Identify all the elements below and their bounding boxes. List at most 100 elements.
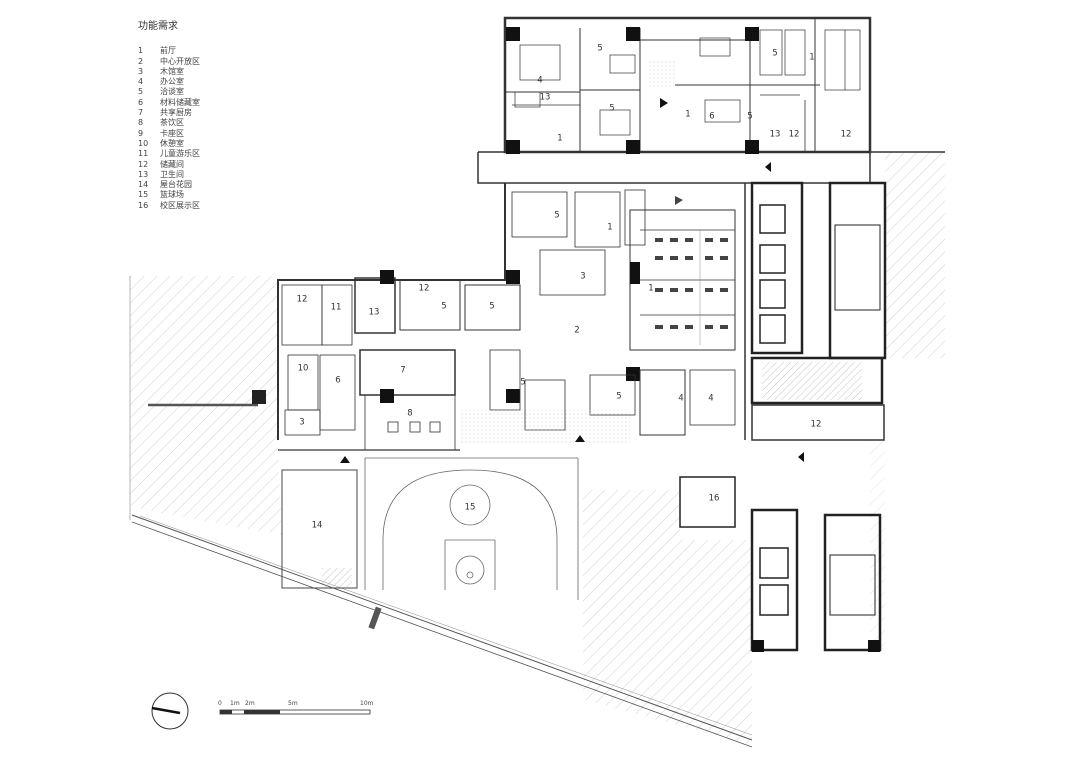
diagonal-boundary [131,514,753,748]
room-label: 5 [616,392,621,402]
legend-number: 13 [138,169,149,179]
room-label: 12 [841,130,852,140]
scale-tick: 2m [245,700,255,707]
legend-label: 中心开放区 [160,56,200,66]
basketball-court [364,457,579,600]
top-block [503,16,872,154]
room-label: 5 [772,49,777,59]
column [252,390,266,404]
legend-number: 3 [138,66,144,76]
room-label: 13 [770,130,781,140]
room-label: 13 [540,93,551,103]
garden-area [281,469,358,589]
south-east-columns [752,640,880,652]
room-label: 16 [709,494,720,504]
room-label: 5 [489,302,494,312]
desk-rows [630,196,728,329]
south-east-core [679,476,882,652]
legend-label: 校区展示区 [160,200,200,210]
scale-bar: 0 1m 2m 5m 10m [218,700,374,715]
room-label: 13 [369,308,380,318]
north-arrow-icon [151,692,189,730]
cafe-tables [387,421,441,433]
legend-item: 6 材料储藏室 [138,98,200,108]
legend-label: 卫生间 [160,169,184,179]
legend-number: 15 [138,190,149,200]
legend-item: 1 前厅 [138,46,200,56]
room-label: 8 [407,409,412,419]
room-label: 6 [709,112,714,122]
dotted-patch [648,60,676,88]
legend-item: 2 中心开放区 [138,57,200,67]
legend-item: 5 洽谈室 [138,87,200,97]
legend-label: 茶饮区 [160,118,184,128]
room-label: 3 [299,418,304,428]
room-label: 5 [747,112,752,122]
room-label: 5 [554,211,559,221]
legend-number: 11 [138,149,149,159]
room-label: 4 [678,394,683,404]
east-core [750,181,887,405]
room-label: 2 [574,326,579,336]
legend-number: 2 [138,56,144,66]
room-label: 15 [465,503,476,513]
left-wing-columns [380,270,640,403]
legend-label: 共享厨房 [160,108,192,118]
room-label: 1 [648,284,653,294]
entry-arrows [340,162,804,463]
legend-label: 储藏间 [160,159,184,169]
legend-item: 11 儿童游乐区 [138,149,200,159]
room-label: 12 [297,295,308,305]
room-label: 12 [789,130,800,140]
room-label: 4 [537,76,542,86]
legend-number: 5 [138,87,144,97]
legend-number: 14 [138,180,149,190]
room-label: 11 [331,303,342,313]
stair-hatch [762,362,862,400]
room-label: 5 [520,378,525,388]
legend-label: 办公室 [160,77,184,87]
legend-label: 前厅 [160,46,176,56]
room-label: 4 [708,394,713,404]
legend-number: 6 [138,97,144,107]
diagonal-boundary-marker [368,606,382,630]
room-label: 12 [811,420,822,430]
legend-label: 材料储藏室 [160,97,200,107]
legend-label: 儿童游乐区 [160,149,200,159]
scale-tick: 1m [230,700,240,707]
hatched-area-east [885,152,945,358]
room-label: 12 [419,284,430,294]
room-label: 1 [685,110,690,120]
legend-item: 13 卫生间 [138,170,200,180]
legend-item: 3 木馆室 [138,67,200,77]
dotted-strip [460,410,630,445]
room-label: 1 [607,223,612,233]
room-label: 5 [441,302,446,312]
room-label: 1 [809,53,814,63]
room-label: 6 [335,376,340,386]
legend-label: 木馆室 [160,66,184,76]
legend-title: 功能需求 [138,21,178,32]
legend-label: 卡座区 [160,128,184,138]
legend-item: 12 储藏间 [138,160,200,170]
room-label: 14 [312,521,323,531]
scale-tick: 5m [288,700,298,707]
garden-hatch [322,568,352,588]
top-block-columns [506,27,759,154]
legend-number: 12 [138,159,149,169]
room-label: 3 [580,272,585,282]
legend-label: 洽谈室 [160,87,184,97]
legend-item: 10 休憩室 [138,139,200,149]
legend-number: 1 [138,46,144,56]
legend-label: 休憩室 [160,138,184,148]
legend-number: 10 [138,138,149,148]
room-label: 10 [298,364,309,374]
room-label: 5 [597,44,602,54]
